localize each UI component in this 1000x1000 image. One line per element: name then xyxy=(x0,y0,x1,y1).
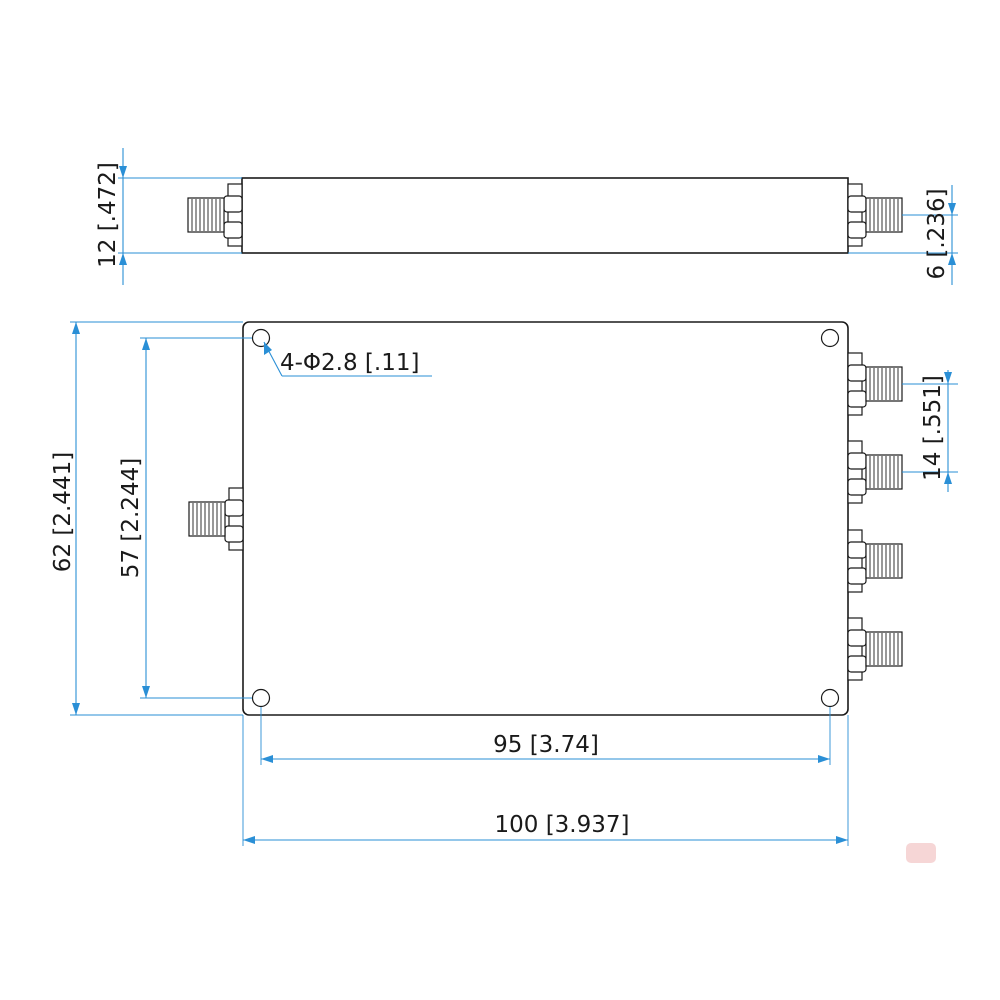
dim-side-height-label: 12 [.472] xyxy=(95,162,121,268)
top-view: 4-Φ2.8 [.11] xyxy=(50,321,958,846)
side-right-connector xyxy=(847,183,903,247)
dim-connector-pitch-label: 14 [.551] xyxy=(920,375,946,481)
side-view-body xyxy=(241,177,849,254)
dim-connector-offset: 6 [.236] xyxy=(848,185,958,285)
dim-hole-pitch-horizontal: 95 [3.74] xyxy=(260,707,831,765)
dim-overall-height-label: 62 [2.441] xyxy=(50,452,76,572)
side-left-connector xyxy=(187,183,243,247)
output-connector-3 xyxy=(847,529,903,593)
mounting-hole xyxy=(251,328,271,348)
top-view-body xyxy=(242,321,849,716)
output-connector-2 xyxy=(847,440,903,504)
hole-callout-label: 4-Φ2.8 [.11] xyxy=(280,350,419,376)
dim-overall-width-label: 100 [3.937] xyxy=(494,812,629,838)
dim-side-height: 12 [.472] xyxy=(95,148,242,285)
dim-overall-height: 62 [2.441] xyxy=(50,321,243,716)
input-connector xyxy=(188,487,244,551)
dim-connector-pitch: 14 [.551] xyxy=(902,370,958,492)
hole-callout: 4-Φ2.8 [.11] xyxy=(263,341,432,377)
dim-hole-pitch-horizontal-label: 95 [3.74] xyxy=(493,732,599,758)
watermark-mark xyxy=(906,843,936,863)
output-connector-4 xyxy=(847,617,903,681)
dim-hole-pitch-vertical: 57 [2.244] xyxy=(118,337,252,699)
output-connector-1 xyxy=(847,352,903,416)
side-view: 12 [.472] 6 [.236] xyxy=(95,148,958,285)
dim-connector-offset-label: 6 [.236] xyxy=(924,188,950,279)
mounting-hole xyxy=(820,328,840,348)
mounting-hole xyxy=(251,688,271,708)
dim-overall-width: 100 [3.937] xyxy=(242,715,849,846)
mounting-hole xyxy=(820,688,840,708)
dim-hole-pitch-vertical-label: 57 [2.244] xyxy=(118,458,144,578)
